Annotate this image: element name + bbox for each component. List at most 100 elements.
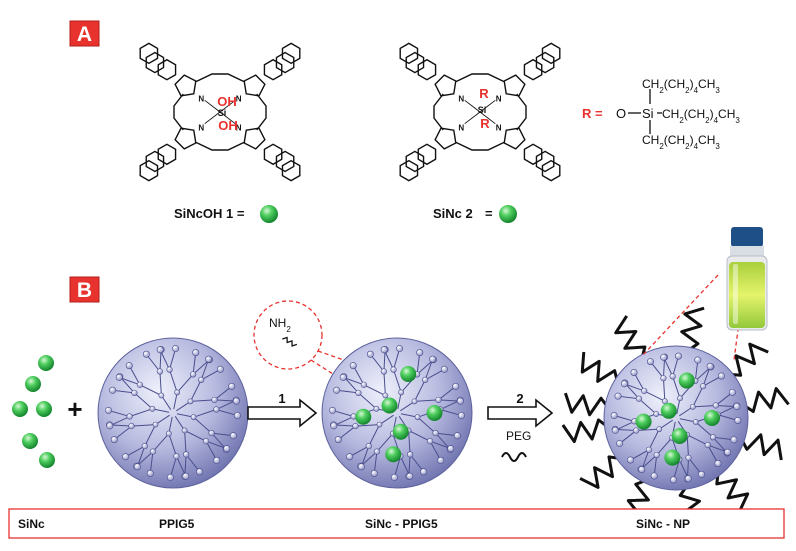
dendron-branch	[337, 425, 356, 441]
dendron-node	[689, 403, 696, 410]
benzene-ring	[417, 58, 437, 81]
vial-liquid	[729, 262, 765, 328]
dendron-branch	[707, 444, 728, 453]
dendron-terminal-node	[390, 473, 398, 481]
dendron-terminal-node	[684, 475, 692, 483]
dendron-branch	[715, 392, 733, 406]
dendron-terminal-node	[232, 397, 240, 405]
dendron-branch	[113, 425, 132, 441]
dendron-node	[198, 376, 205, 383]
dendron-branch	[435, 432, 458, 437]
dendron-branch	[717, 414, 739, 421]
pyrrole-ring	[243, 74, 266, 97]
dendron-node	[173, 453, 180, 460]
dendron-branch	[408, 430, 411, 455]
dendron-branch	[672, 376, 681, 399]
dendron-terminal-node	[346, 453, 354, 461]
dendron-node	[382, 392, 389, 399]
dendron-terminal-node	[213, 456, 221, 464]
dendron-node	[669, 373, 676, 380]
dendron-terminal-node	[106, 422, 114, 430]
dendron-branch	[176, 374, 194, 393]
dendron-branch	[424, 368, 445, 381]
dendron-branch	[145, 353, 161, 372]
dendron-node	[685, 454, 692, 461]
dendron-branch	[376, 433, 394, 452]
compound-1-center-atom: Si	[218, 108, 227, 118]
dendron-node	[656, 426, 663, 433]
dendron-node	[189, 371, 197, 378]
dendron-node	[414, 414, 421, 421]
dendron-branch	[112, 389, 135, 394]
meso-bridge	[256, 93, 267, 131]
dendron-branch	[429, 440, 451, 450]
dendron-branch	[211, 432, 227, 450]
dendron-terminal-node	[205, 355, 213, 363]
dendron-node	[373, 448, 381, 455]
dendron-branch	[159, 349, 170, 370]
dendron-branch	[712, 436, 735, 441]
dendron-node	[136, 381, 143, 388]
dendron-terminal-node	[447, 445, 455, 453]
dendron-terminal-node	[616, 440, 624, 448]
benzene-ring	[139, 159, 159, 182]
sinc-np-dendrimer	[603, 345, 749, 491]
dendron-terminal-node	[437, 456, 445, 464]
dendron-terminal-node	[610, 412, 618, 420]
dendron-branch	[417, 416, 436, 434]
dendron-node	[661, 398, 668, 405]
label-sinc-ppig5: SiNc - PPIG5	[365, 517, 438, 531]
dendron-terminal-node	[734, 416, 742, 424]
benzene-ring	[145, 51, 165, 74]
dendron-terminal-node	[714, 459, 722, 467]
label-bar	[8, 508, 785, 539]
dendron-branch	[193, 409, 217, 418]
dendron-terminal-node	[660, 353, 668, 361]
dendron-branch	[211, 432, 234, 437]
dendron-branch	[638, 398, 657, 415]
vial-highlight	[733, 264, 738, 324]
n-si-bond	[479, 111, 496, 125]
n-si-bond	[219, 111, 236, 125]
label-sinc: SiNc	[18, 517, 45, 531]
dendron-terminal-node	[172, 345, 180, 353]
dendron-terminal-node	[122, 453, 130, 461]
encapsulated-sinc	[704, 410, 720, 426]
dendron-node	[190, 414, 197, 421]
dendron-branch	[216, 409, 238, 417]
dendron-branch	[438, 399, 461, 402]
dendron-node	[653, 411, 660, 417]
free-sinc-molecules	[12, 355, 55, 468]
dendron-terminal-node	[133, 463, 141, 471]
dendron-terminal-node	[730, 436, 738, 444]
dendron-node	[653, 451, 660, 459]
dendron-terminal-node	[216, 365, 224, 373]
r-group-chain-bottom: CH2(CH2)4CH3	[642, 133, 720, 151]
benzene-ring	[263, 58, 283, 81]
dendron-node	[427, 438, 434, 445]
benzene-ring	[275, 150, 295, 173]
dendron-branch	[169, 369, 178, 393]
dendron-terminal-node	[370, 469, 378, 477]
sinc-dot	[36, 401, 52, 417]
dendron-terminal-node	[142, 350, 150, 358]
dendron-branch	[144, 424, 156, 447]
dendron-terminal-node	[674, 352, 682, 360]
n-si-bond	[204, 99, 221, 113]
dendron-node	[365, 443, 372, 450]
peg-chain	[579, 455, 622, 489]
dendron-terminal-node	[406, 472, 414, 480]
dendron-branch	[184, 454, 187, 477]
dendron-branch	[109, 416, 130, 427]
dendron-branch	[373, 451, 378, 474]
benzene-ring	[263, 143, 283, 166]
dendron-branch	[139, 384, 162, 396]
dendron-branch	[615, 420, 635, 431]
sinc-dot	[39, 452, 55, 468]
dendron-branch	[119, 376, 141, 386]
dendron-branch	[416, 359, 434, 375]
peg-chain	[680, 306, 705, 353]
dendron-branch	[630, 449, 650, 461]
